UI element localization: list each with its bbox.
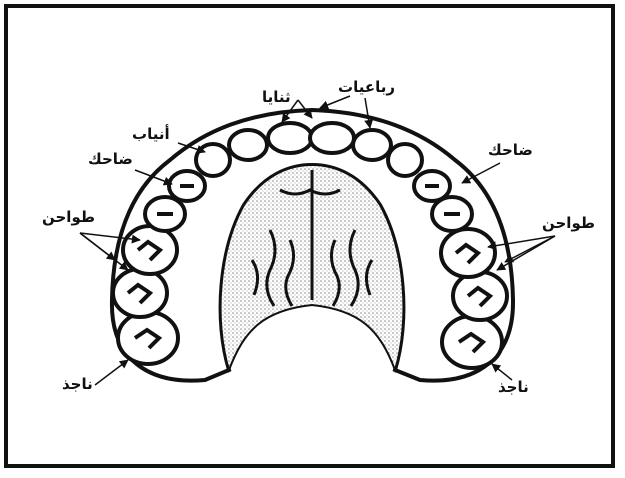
- label-central-incisors: ثنايا: [262, 88, 291, 106]
- label-canine-left: أنياب: [132, 125, 170, 143]
- tooth-left-molar-1: [123, 226, 177, 274]
- tooth-right-canine: [388, 144, 422, 176]
- label-lateral-incisors: رباعيات: [338, 78, 395, 96]
- tooth-right-molar-2: [453, 272, 507, 320]
- label-molars-right: طواحن: [542, 214, 595, 232]
- tooth-left-lateral-incisor: [229, 130, 267, 160]
- label-wisdom-right: ناجذ: [498, 378, 529, 396]
- tooth-right-lateral-incisor: [353, 130, 391, 160]
- tooth-right-central-incisor: [310, 123, 354, 153]
- tooth-left-wisdom: [118, 312, 178, 364]
- label-molars-left: طواحن: [42, 208, 95, 226]
- label-premolar-left: ضاحك: [88, 150, 133, 168]
- tooth-left-canine: [196, 144, 230, 176]
- label-wisdom-left: ناجذ: [62, 375, 93, 393]
- label-premolar-right: ضاحك: [488, 141, 533, 159]
- tooth-right-molar-1: [441, 229, 495, 277]
- tooth-left-central-incisor: [268, 123, 312, 153]
- tooth-right-wisdom: [442, 316, 502, 368]
- tooth-left-molar-2: [113, 269, 167, 317]
